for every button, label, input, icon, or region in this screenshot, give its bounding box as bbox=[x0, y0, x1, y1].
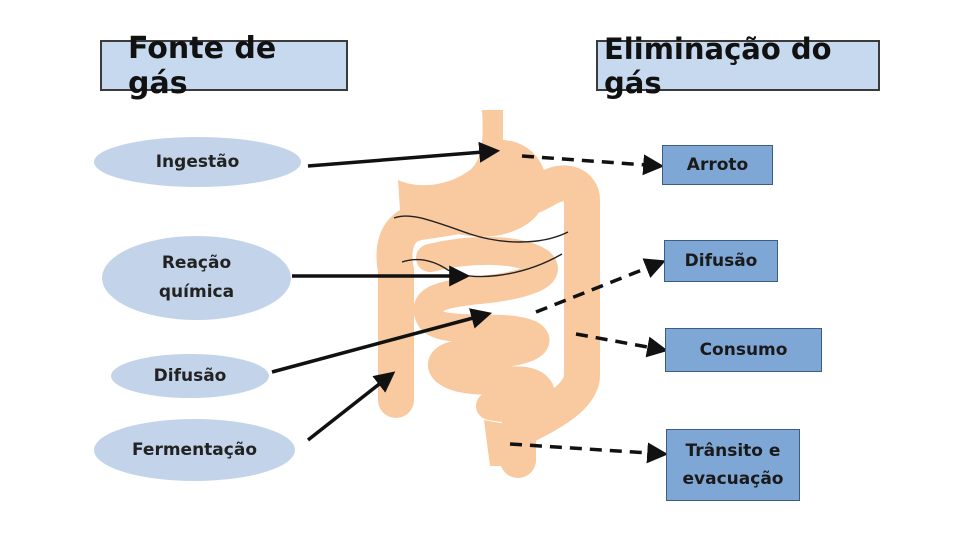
source-difusao: Difusão bbox=[111, 354, 269, 398]
source-reacao-line-1: Reação bbox=[161, 253, 232, 274]
source-fermentacao: Fermentação bbox=[94, 419, 295, 481]
elim-transito-evacuacao: Trânsito e evacuação bbox=[666, 429, 800, 501]
arrow-difusao-out bbox=[535, 258, 666, 314]
elim-transito-line-2: evacuação bbox=[682, 469, 784, 489]
elim-consumo: Consumo bbox=[665, 328, 822, 372]
small-intestine-shape bbox=[413, 236, 558, 422]
arrow-fermentacao bbox=[306, 371, 396, 442]
header-fonte-de-gas-label: Fonte de gás bbox=[128, 30, 277, 101]
elim-transito-line-1: Trânsito e bbox=[685, 440, 781, 461]
arrow-consumo bbox=[575, 332, 669, 358]
large-intestine-shape bbox=[376, 165, 600, 478]
elim-consumo-label: Consumo bbox=[699, 339, 788, 360]
digestive-tract-illustration bbox=[376, 110, 600, 478]
stomach-outline bbox=[393, 215, 569, 243]
rectum-shape bbox=[484, 420, 516, 466]
header-eliminacao-do-gas-label: Eliminação do gás bbox=[604, 31, 832, 100]
arrow-difusao-in bbox=[271, 308, 493, 374]
source-reacao-quimica: Reação química bbox=[102, 236, 291, 320]
header-fonte-de-gas: Fonte de gás bbox=[100, 31, 348, 101]
source-difusao-label: Difusão bbox=[153, 365, 227, 386]
arrow-ingestao bbox=[307, 141, 501, 168]
source-ingestao: Ingestão bbox=[94, 137, 301, 187]
arrow-arroto bbox=[521, 154, 665, 176]
source-reacao-line-2: química bbox=[158, 282, 235, 302]
elim-difusao-label: Difusão bbox=[684, 250, 758, 271]
elim-arroto-label: Arroto bbox=[686, 154, 749, 175]
header-eliminacao-do-gas: Eliminação do gás bbox=[596, 32, 880, 100]
source-fermentacao-label: Fermentação bbox=[131, 439, 257, 460]
elim-difusao: Difusão bbox=[664, 240, 778, 282]
arrow-transito bbox=[509, 442, 669, 464]
elim-arroto: Arroto bbox=[662, 145, 773, 185]
source-ingestao-label: Ingestão bbox=[155, 151, 240, 172]
